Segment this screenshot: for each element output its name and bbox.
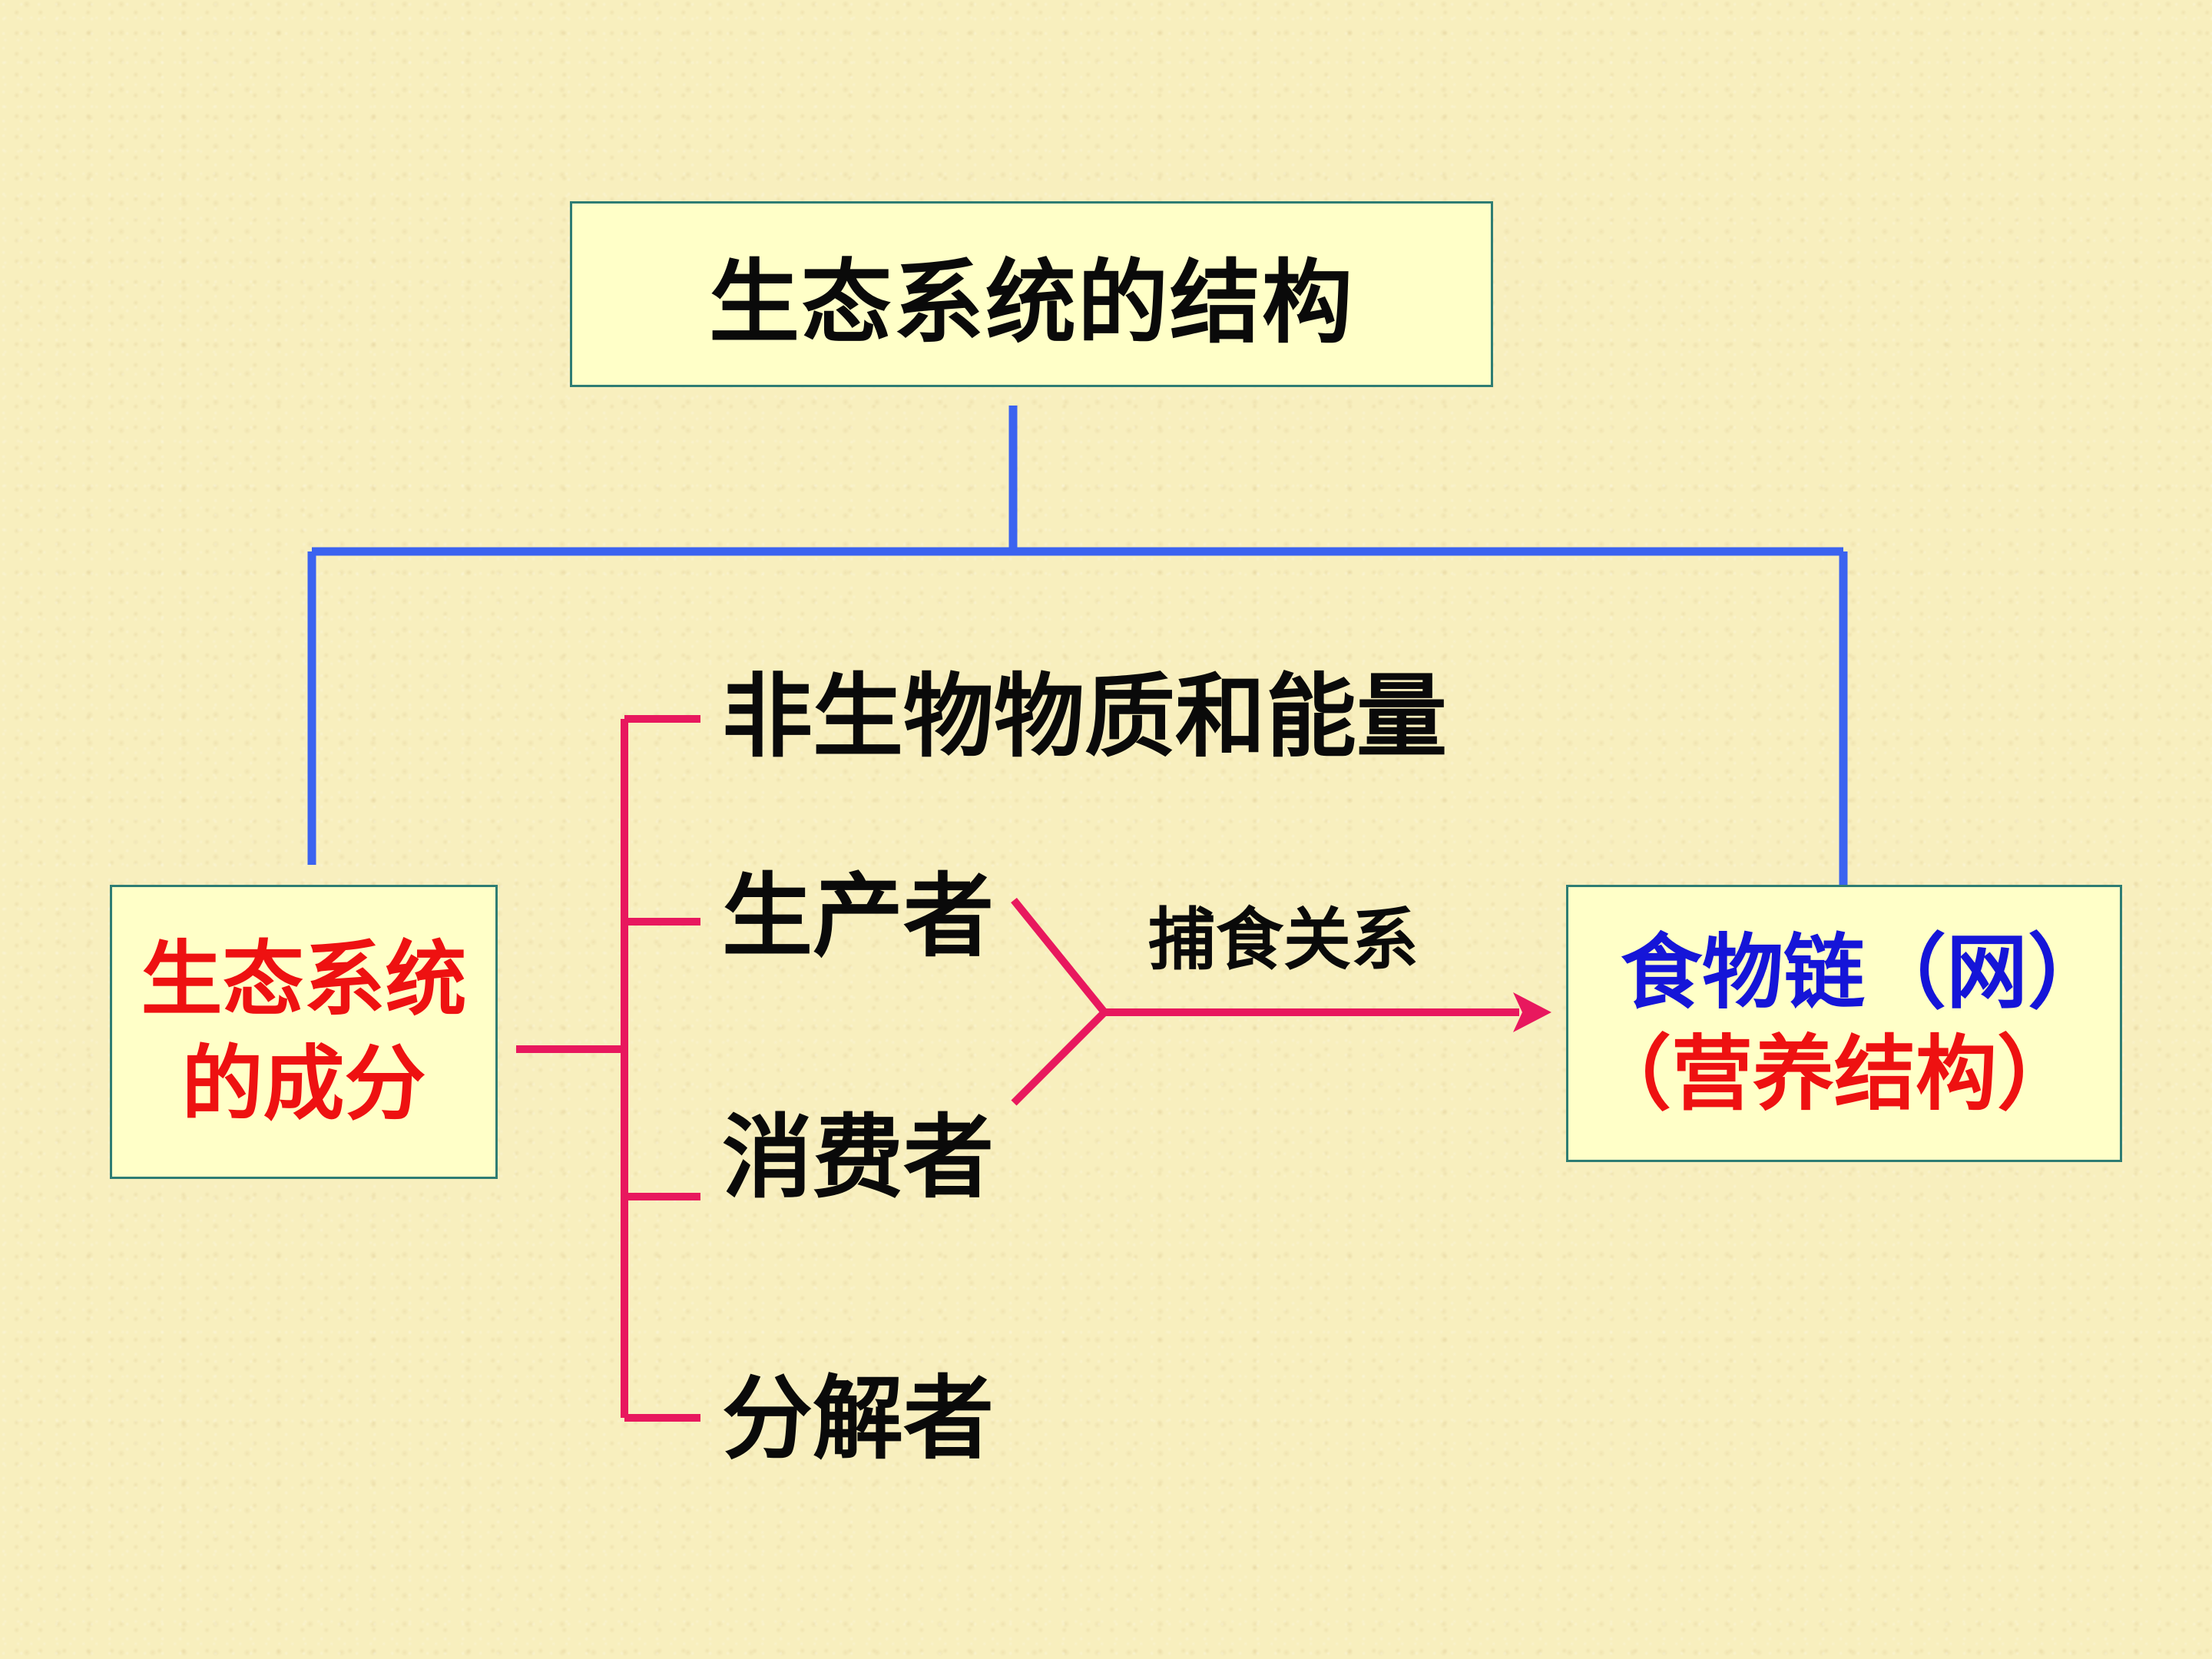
predation-label: 捕食关系 bbox=[1148, 900, 1419, 979]
components-box: 生态系统 的成分 bbox=[110, 885, 498, 1179]
component-producer: 生产者 bbox=[722, 863, 995, 969]
producer-branch-line bbox=[1011, 897, 1108, 1015]
components-box-line2: 的成分 bbox=[181, 1036, 426, 1131]
component-consumer: 消费者 bbox=[722, 1104, 995, 1210]
food-web-line1: 食物链（网） bbox=[1621, 925, 2109, 1020]
component-decomposer: 分解者 bbox=[722, 1366, 995, 1472]
structure-title-box: 生态系统的结构 bbox=[570, 201, 1493, 387]
consumer-branch-line bbox=[1011, 1009, 1108, 1106]
food-web-line2: （营养结构） bbox=[1590, 1026, 2078, 1121]
structure-title: 生态系统的结构 bbox=[708, 249, 1354, 356]
food-web-box: 食物链（网） （营养结构） bbox=[1566, 885, 2122, 1162]
food-chain-arrow-head bbox=[1513, 992, 1551, 1032]
component-abiotic: 非生物物质和能量 bbox=[722, 664, 1448, 770]
components-box-line1: 生态系统 bbox=[141, 932, 467, 1027]
